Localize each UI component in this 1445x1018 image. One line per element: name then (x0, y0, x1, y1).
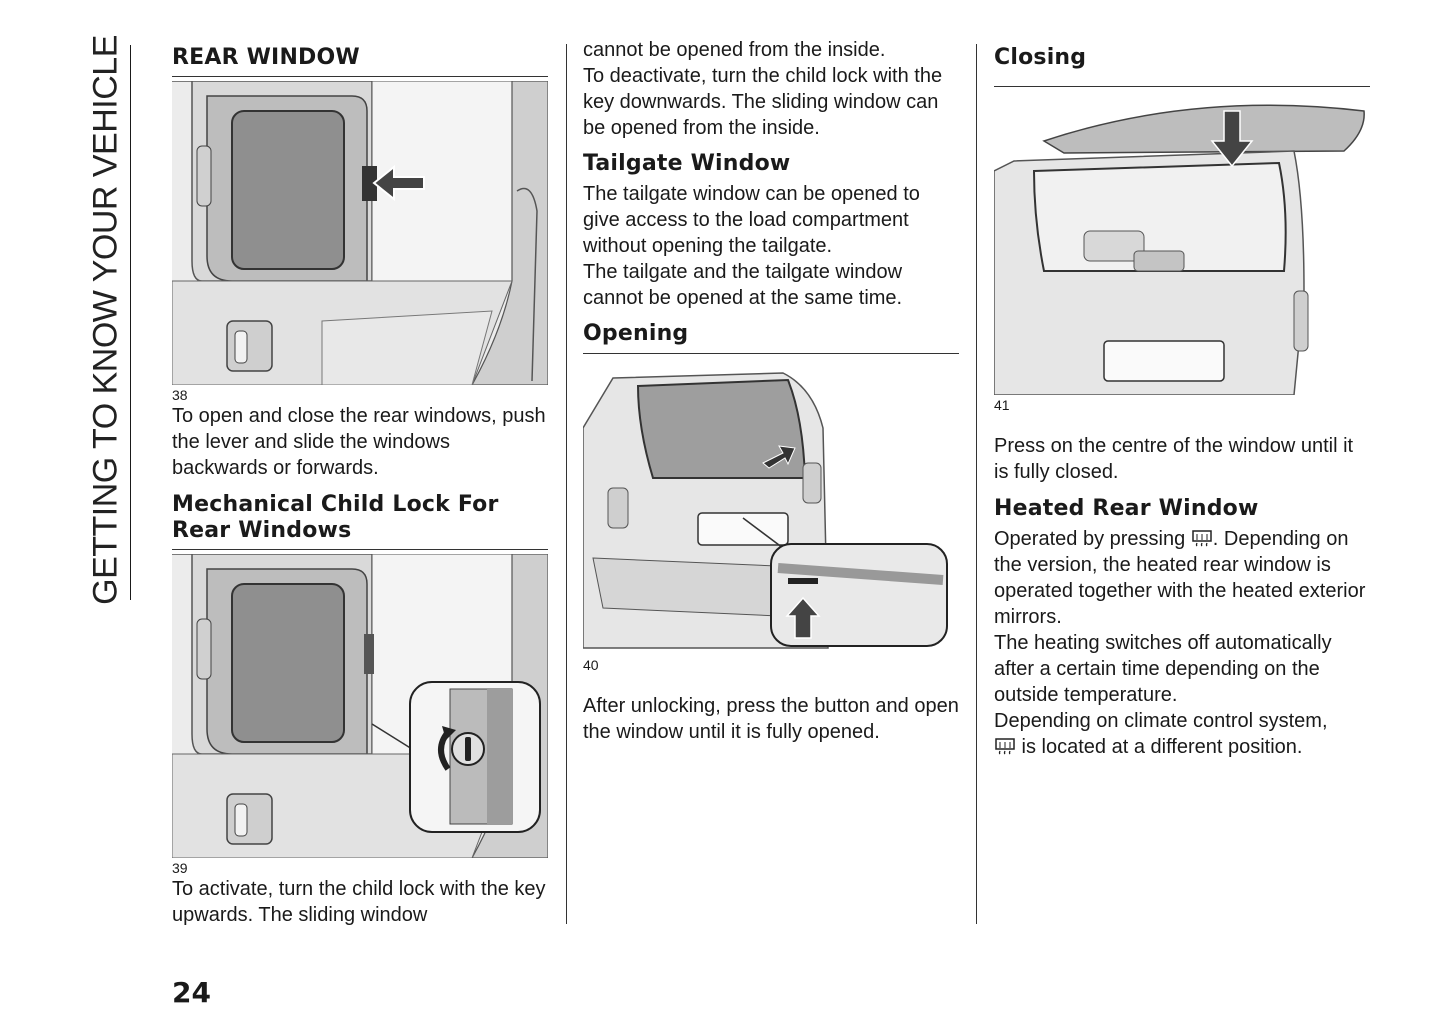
heated-pre-text: Operated by pressing (994, 528, 1186, 550)
heading-rule (172, 76, 548, 77)
heading-opening: Opening (583, 321, 689, 346)
paragraph-continued: cannot be opened from the inside. (583, 39, 886, 61)
side-title-rule (130, 45, 131, 600)
paragraph-tailgate-2: The tailgate and the tailgate window can… (583, 261, 903, 309)
heading-rule (994, 86, 1370, 87)
rear-defrost-icon (995, 738, 1015, 755)
heading-rear-window: REAR WINDOW (172, 45, 360, 70)
rear-window-illustration (172, 81, 548, 385)
paragraph-tailgate-1: The tailgate window can be opened to giv… (583, 183, 920, 257)
tailgate-closing-illustration (994, 91, 1370, 395)
figure-number-39: 39 (172, 860, 188, 876)
child-lock-illustration (172, 554, 548, 858)
rear-defrost-icon (1192, 530, 1212, 547)
paragraph-closing: Press on the centre of the window until … (994, 435, 1354, 483)
paragraph-heated-3: Depending on climate control system, is … (994, 708, 1370, 760)
figure-number-41: 41 (994, 397, 1010, 413)
paragraph-activate: To activate, turn the child lock with th… (172, 878, 546, 926)
figure-38 (172, 81, 548, 385)
heated-para3-pre-text: Depending on climate control system, (994, 710, 1328, 732)
figure-39 (172, 554, 548, 858)
figure-40 (583, 368, 959, 655)
column-3: Closing 41 Press on the centre of the wi… (994, 42, 1370, 760)
paragraph-heated-1: Operated by pressing . Depending on the … (994, 526, 1370, 630)
paragraph-open-close: To open and close the rear windows, push… (172, 405, 546, 479)
side-section-title: GETTING TO KNOW YOUR VEHICLE (83, 35, 129, 605)
paragraph-deactivate: To deactivate, turn the child lock with … (583, 65, 943, 139)
heading-child-lock: Mechanical Child Lock For Rear Windows (172, 492, 499, 543)
tailgate-opening-illustration (583, 368, 959, 655)
column-1: REAR WINDOW 38 To open and close the rea… (172, 42, 548, 928)
heading-rule (583, 353, 959, 354)
side-section-title-text: GETTING TO KNOW YOUR VEHICLE (86, 35, 125, 605)
paragraph-heated-2: The heating switches off automatically a… (994, 632, 1332, 706)
heading-heated-rear-window: Heated Rear Window (994, 496, 1259, 521)
page-number: 24 (172, 976, 211, 1009)
figure-number-40: 40 (583, 657, 599, 673)
figure-number-38: 38 (172, 387, 188, 403)
column-2: cannot be opened from the inside. To dea… (583, 37, 959, 745)
heading-tailgate-window: Tailgate Window (583, 151, 791, 176)
heated-para3-post-text: is located at a different position. (1016, 736, 1303, 758)
figure-41 (994, 91, 1370, 395)
column-divider-1 (566, 44, 567, 924)
heated-post-text: . Depending on the version, the heated r… (994, 528, 1366, 628)
column-divider-2 (976, 44, 977, 924)
heading-closing: Closing (994, 45, 1087, 70)
heading-rule (172, 549, 548, 550)
paragraph-opening: After unlocking, press the button and op… (583, 695, 959, 743)
